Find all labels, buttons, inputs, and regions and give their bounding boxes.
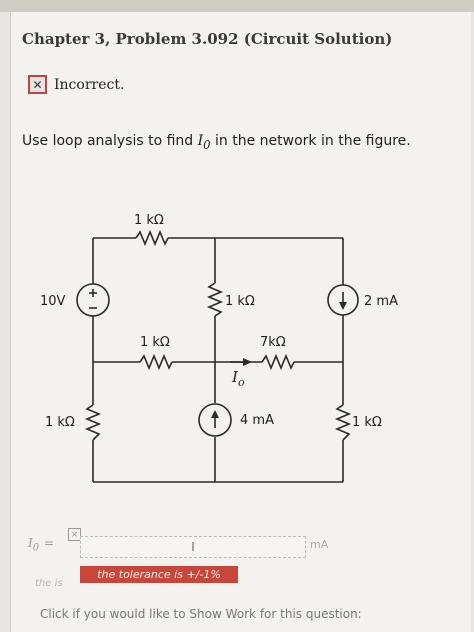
answer-variable: I0 <box>28 536 40 554</box>
label-current-source-top: 2 mA <box>364 294 398 309</box>
tolerance-tooltip: the tolerance is +/-1% <box>80 566 238 583</box>
current-source-bottom <box>198 403 232 437</box>
label-r-left-horizontal: 1 kΩ <box>140 335 170 350</box>
page-title: Chapter 3, Problem 3.092 (Circuit Soluti… <box>22 30 393 48</box>
show-work-prompt[interactable]: Click if you would like to Show Work for… <box>40 607 362 621</box>
resistor-top <box>135 229 169 247</box>
label-r-right-horizontal: 7kΩ <box>260 335 286 350</box>
resistor-left-bottom <box>84 404 102 441</box>
answer-row: I0 = × mA <box>28 528 328 558</box>
faded-hint-text: the is <box>35 578 63 589</box>
svg-text:Io: Io <box>231 368 245 389</box>
status-label: Incorrect. <box>54 76 125 93</box>
question-suffix: in the network in the figure. <box>210 133 411 149</box>
x-icon: ✕ <box>28 75 47 94</box>
label-voltage-source: 10V <box>40 294 66 309</box>
voltage-source <box>76 283 110 317</box>
label-r-top: 1 kΩ <box>134 213 164 228</box>
answer-equals: = <box>44 536 55 550</box>
label-r-right-bottom: 1 kΩ <box>352 415 382 430</box>
resistor-mid-vertical <box>206 282 224 317</box>
help-icon[interactable]: × <box>68 528 81 541</box>
answer-unit: mA <box>310 538 329 551</box>
question-prefix: Use loop analysis to find <box>22 133 198 149</box>
current-source-top <box>327 284 359 316</box>
resistor-left-horizontal <box>139 353 173 371</box>
label-io: I <box>231 368 239 386</box>
label-current-source-bottom: 4 mA <box>240 413 274 428</box>
question-subscript: 0 <box>203 137 211 152</box>
question-text: Use loop analysis to find I0 in the netw… <box>22 133 411 152</box>
answer-input[interactable] <box>80 536 306 558</box>
top-bar <box>0 0 474 12</box>
arrow-4ma <box>211 410 219 418</box>
arrow-io <box>243 358 252 366</box>
label-io-sub: o <box>238 376 245 389</box>
label-r-left-bottom: 1 kΩ <box>45 415 75 430</box>
label-r-mid-vertical: 1 kΩ <box>225 294 255 309</box>
resistor-right-bottom <box>334 404 352 441</box>
resistor-right-horizontal <box>261 353 295 371</box>
status-indicator: ✕ Incorrect. <box>28 75 124 94</box>
problem-card <box>10 12 471 632</box>
question-variable: I <box>197 133 204 149</box>
arrow-2ma <box>339 302 347 310</box>
